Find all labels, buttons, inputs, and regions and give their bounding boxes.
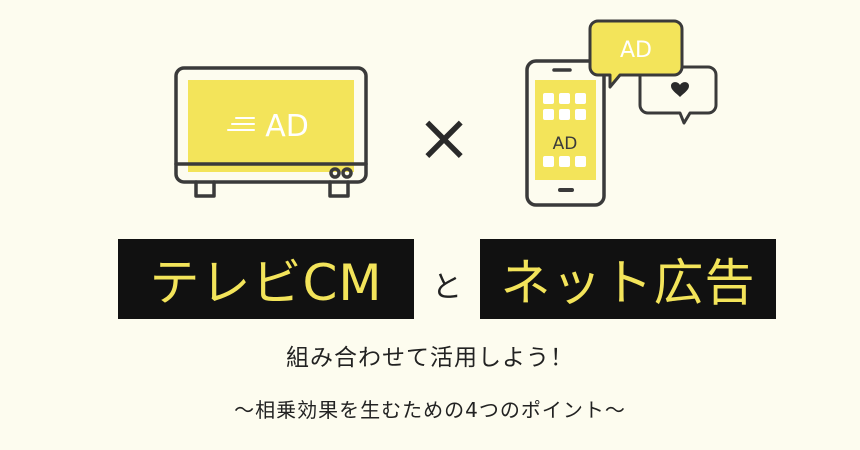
app-grid-icons — [543, 93, 586, 167]
times-sign: × — [416, 99, 471, 176]
subtitle: 組み合わせて活用しよう！ — [286, 345, 574, 371]
heart-icon — [671, 82, 689, 97]
smartphone-icon — [525, 59, 606, 207]
bubble-ad-text: AD — [620, 38, 652, 63]
tv-cm-label: テレビCM — [118, 239, 414, 319]
sub-subtitle: 〜相乗効果を生むための4つのポイント〜 — [234, 398, 626, 422]
phone-ad-text: AD — [553, 134, 578, 154]
tv-ad-text: AD — [265, 109, 309, 144]
tv-icon — [174, 66, 368, 198]
connector-text: と — [432, 270, 462, 305]
tv-speed-lines — [227, 117, 255, 131]
speech-bubble-icon — [588, 19, 684, 89]
net-ad-label: ネット広告 — [480, 239, 776, 319]
